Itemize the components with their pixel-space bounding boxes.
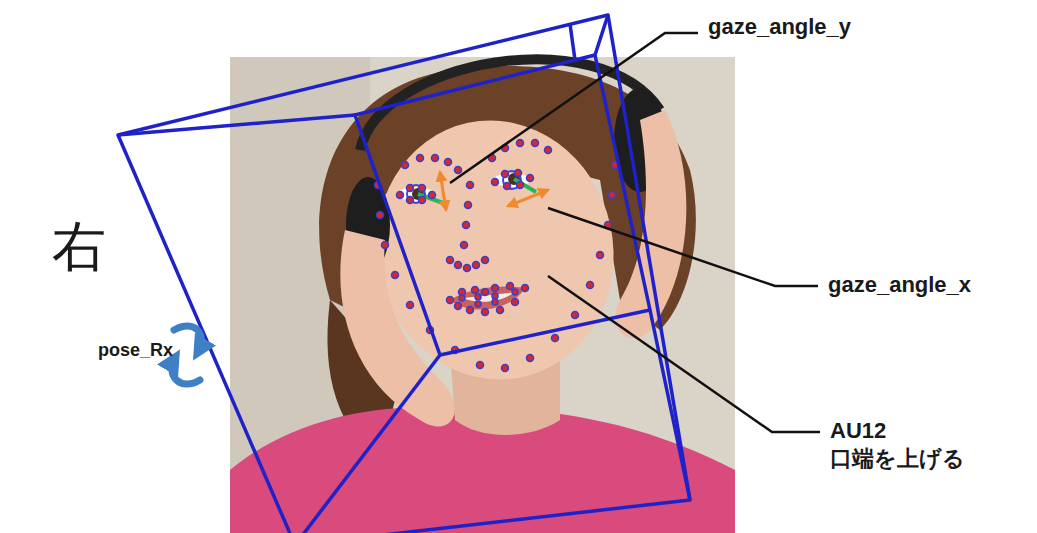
photo-background [230, 57, 735, 533]
direction-label: 右 [52, 215, 106, 277]
eye-ring [407, 185, 425, 203]
hand [615, 110, 686, 338]
angle-arrow [508, 190, 548, 206]
leader-line [450, 33, 820, 432]
gaze-label: gaze_angle_y [708, 14, 851, 39]
gaze-label: gaze_angle_x [828, 272, 971, 297]
hand [340, 230, 455, 426]
lips [450, 287, 525, 310]
pose-label: pose_Rx [98, 340, 173, 361]
facial-landmarks [375, 140, 619, 372]
angle-arrow [440, 172, 446, 210]
action-unit-code: AU12 [830, 418, 886, 443]
action-unit-description: 口端を上げる [830, 446, 965, 471]
head-pose-box [118, 15, 690, 533]
rotation-icon [172, 326, 202, 384]
